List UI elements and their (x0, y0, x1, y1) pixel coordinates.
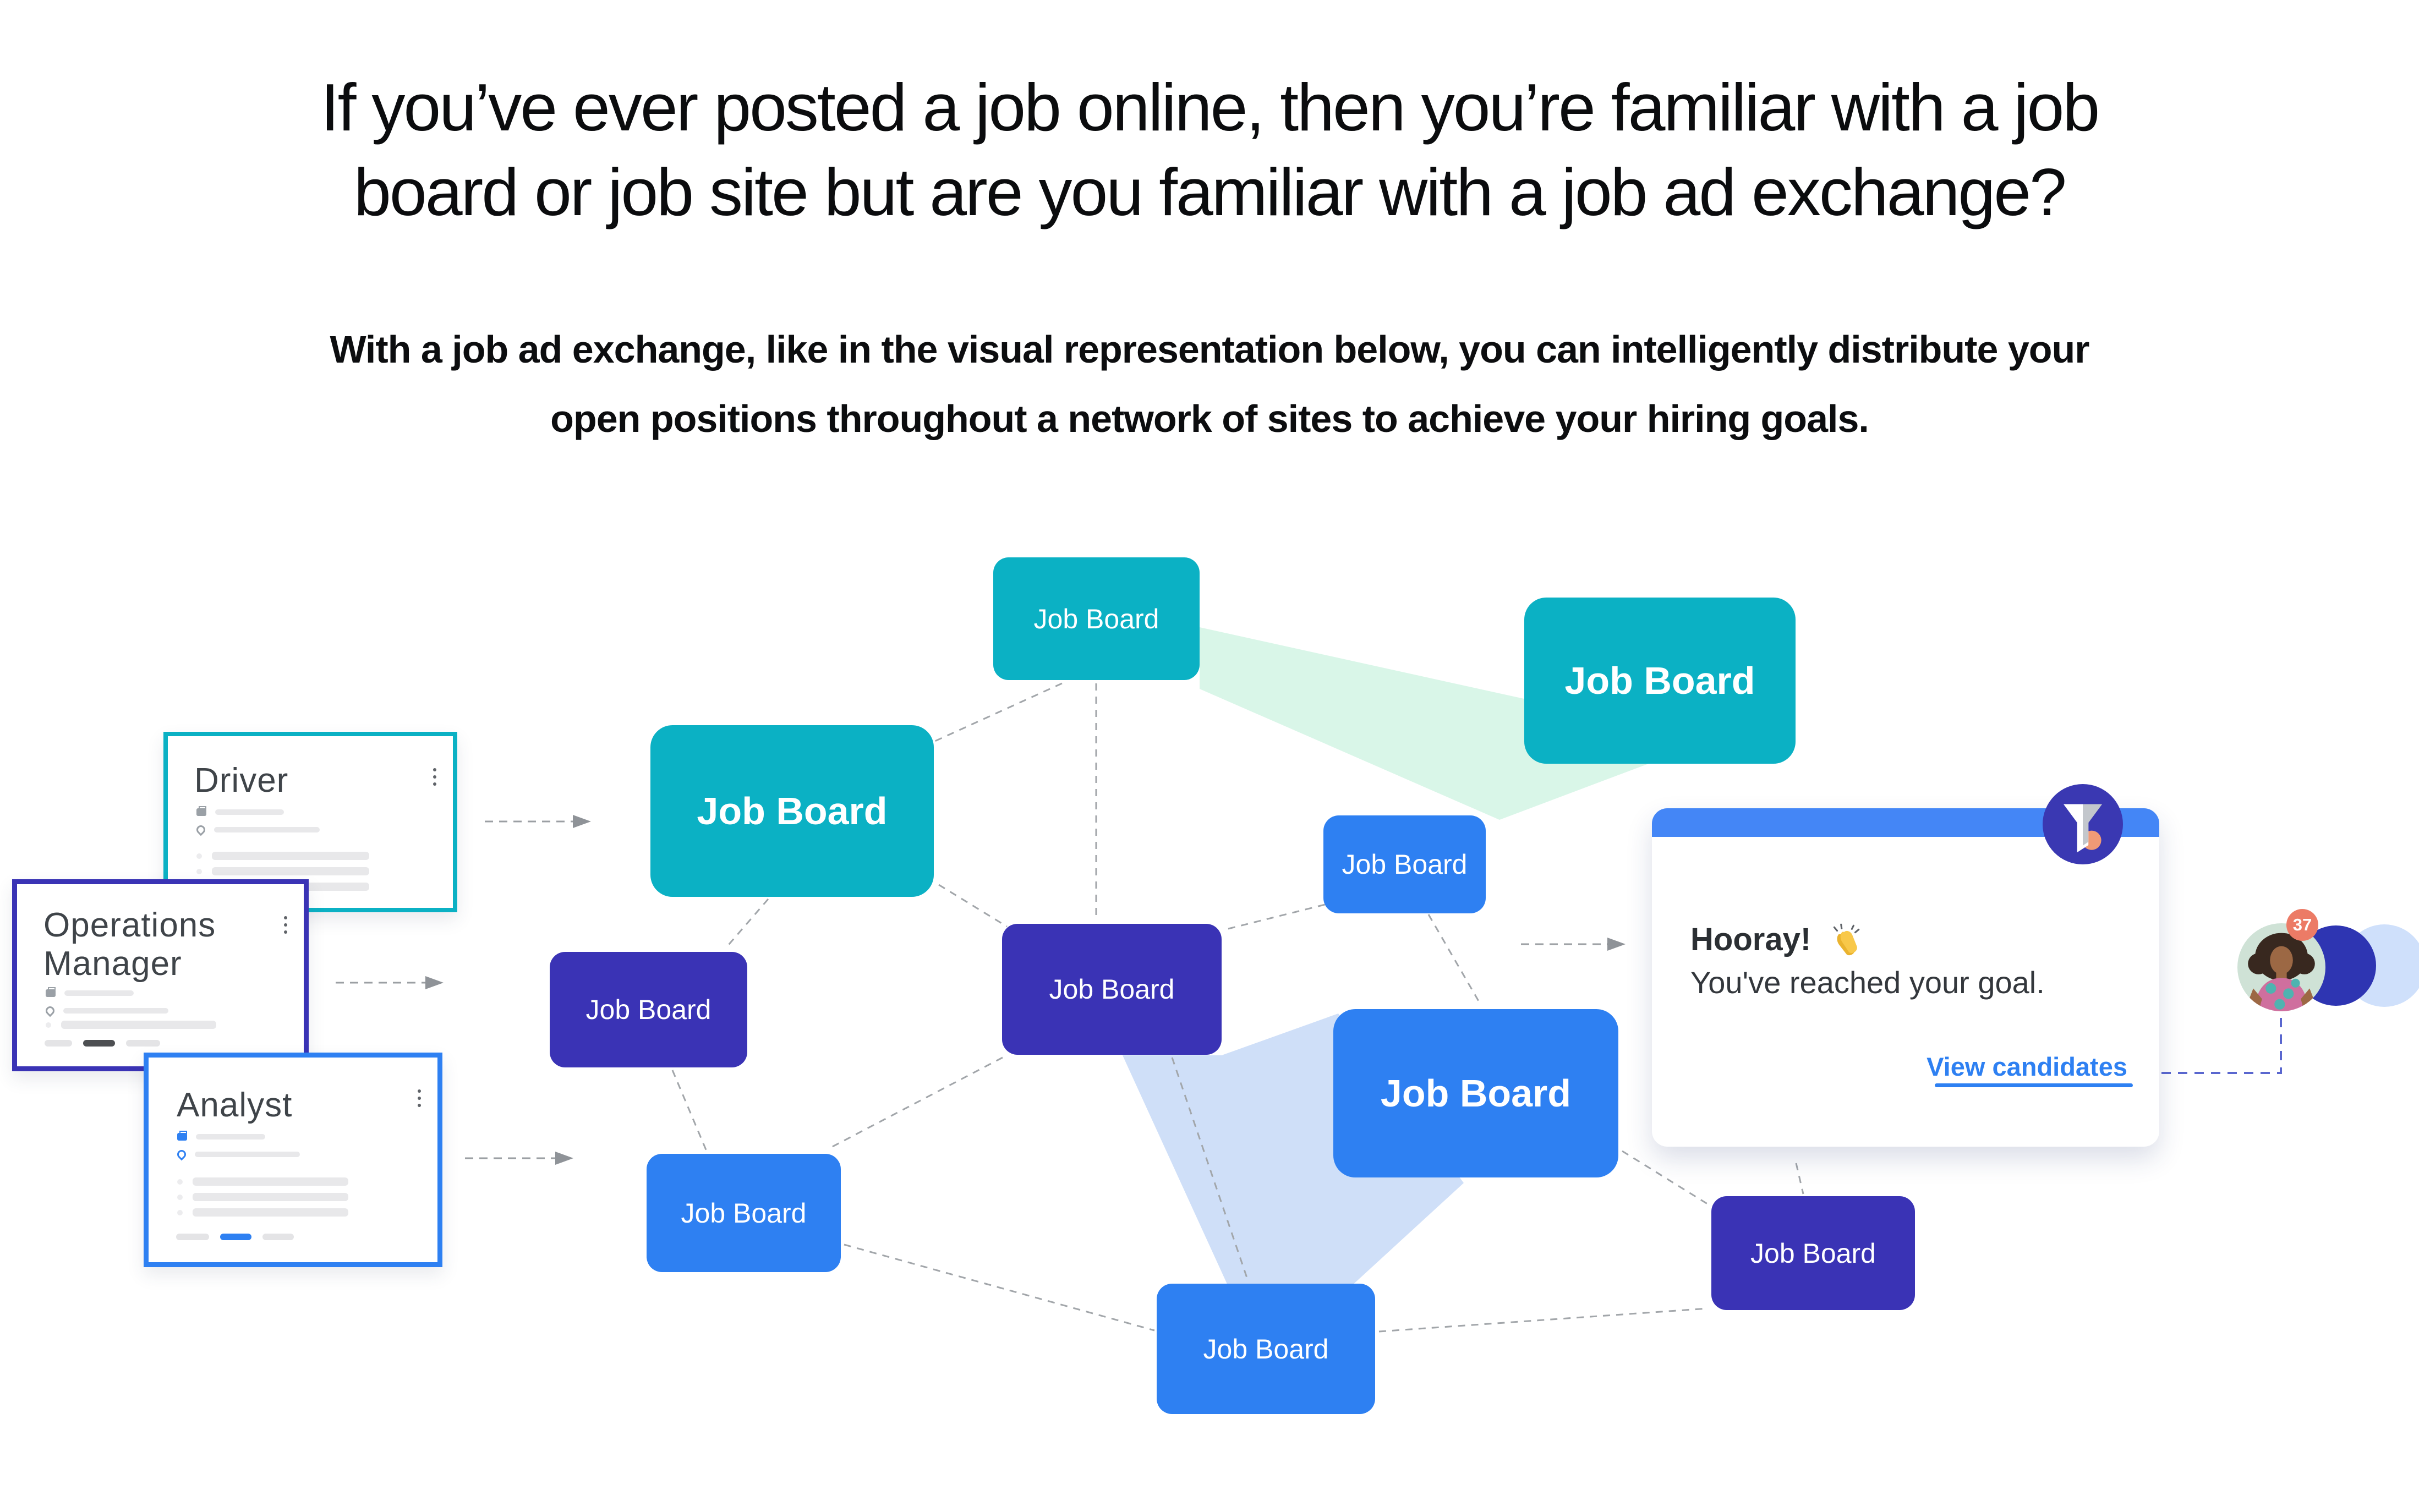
node-label: Job Board (1203, 1333, 1329, 1365)
network-node-teal-right: Job Board (1524, 598, 1796, 764)
job-card-footer-tabs (176, 1234, 294, 1240)
link-underline (1935, 1083, 2133, 1087)
placeholder-bar (212, 867, 369, 875)
segment-bar-active (220, 1234, 251, 1240)
node-label: Job Board (681, 1197, 807, 1229)
node-label: Job Board (1033, 603, 1159, 634)
node-label: Job Board (1380, 1072, 1572, 1115)
segment-bar (176, 1234, 209, 1240)
placeholder-bar (61, 1021, 216, 1029)
network-node-blue-bottom: Job Board (1157, 1284, 1375, 1414)
candidate-count-badge: 37 (2286, 909, 2318, 941)
avatar-connector-line (2161, 1014, 2282, 1074)
briefcase-icon (177, 1131, 187, 1141)
briefcase-icon (196, 806, 206, 816)
segment-bar (45, 1040, 72, 1047)
network-edges (671, 682, 1804, 1333)
goal-card: Hooray! You've reached your goal. View c… (1652, 784, 2159, 1147)
job-card-operations-manager: Operations Manager (12, 879, 309, 1071)
bullet-dot (177, 1194, 183, 1200)
briefcase-icon (46, 987, 56, 997)
network-node-indigo-mid: Job Board (1002, 924, 1222, 1055)
kebab-menu-icon[interactable] (284, 916, 287, 934)
goal-card-title: Hooray! (1690, 922, 1811, 957)
page-title-line1: If you’ve ever posted a job online, then… (320, 70, 2100, 145)
job-meta-rows (175, 1131, 300, 1161)
flow-arrows (336, 815, 1626, 1165)
page-subtitle-line1: With a job ad exchange, like in the visu… (330, 328, 2089, 371)
placeholder-bar (193, 1193, 348, 1201)
job-card-title: Operations Manager (43, 906, 216, 983)
goal-card-message: You've reached your goal. (1690, 965, 2045, 1000)
page-subtitle: With a job ad exchange, like in the visu… (0, 315, 2419, 453)
page-title-line2: board or job site but are you familiar w… (354, 155, 2067, 229)
node-label: Job Board (1342, 849, 1468, 880)
placeholder-bar (195, 1152, 300, 1157)
network-node-indigo-bottom-right: Job Board (1711, 1196, 1915, 1310)
kebab-menu-icon[interactable] (418, 1089, 421, 1107)
node-label: Job Board (697, 790, 888, 832)
node-label: Job Board (1049, 974, 1175, 1005)
bullet-dot (46, 1022, 51, 1028)
placeholder-bar (193, 1177, 348, 1186)
placeholder-bar (214, 827, 320, 832)
network-node-blue-mid: Job Board (1323, 815, 1486, 913)
network-node-teal-left: Job Board (650, 725, 934, 897)
job-card-analyst: Analyst (144, 1053, 442, 1267)
network-node-blue-bottom-left: Job Board (647, 1154, 841, 1272)
network-node-indigo-left: Job Board (550, 952, 747, 1067)
funnel-icon (2043, 784, 2123, 864)
segment-bar-active (83, 1040, 115, 1047)
location-pin-icon (194, 823, 207, 836)
placeholder-bar (64, 990, 134, 996)
placeholder-bar (215, 809, 284, 815)
network-node-blue-large: Job Board (1333, 1009, 1618, 1177)
job-card-title: Analyst (177, 1086, 293, 1124)
bullet-dot (196, 868, 202, 874)
job-card-title: Driver (194, 762, 289, 799)
page-title: If you’ve ever posted a job online, then… (0, 65, 2419, 234)
node-label: Job Board (1564, 659, 1755, 702)
job-meta-rows (43, 987, 168, 1017)
job-meta-rows (194, 806, 320, 836)
view-candidates-link[interactable]: View candidates (1927, 1052, 2127, 1081)
job-description-lines (46, 1021, 216, 1029)
job-description-lines (177, 1177, 348, 1217)
bullet-dot (177, 1179, 183, 1185)
kebab-menu-icon[interactable] (433, 768, 436, 786)
location-pin-icon (175, 1148, 188, 1161)
node-label: Job Board (585, 994, 712, 1025)
network-node-teal-top: Job Board (993, 557, 1200, 680)
placeholder-bar (196, 1134, 265, 1140)
placeholder-bar (63, 1008, 168, 1014)
candidate-avatar (2237, 923, 2325, 1011)
segment-bar (262, 1234, 294, 1240)
job-card-footer-tabs (45, 1040, 160, 1047)
location-pin-icon (43, 1004, 57, 1017)
placeholder-bar (212, 852, 369, 860)
clap-emoji-icon (1833, 923, 1860, 955)
bullet-dot (177, 1209, 183, 1215)
page-subtitle-line2: open positions throughout a network of s… (550, 397, 1869, 440)
placeholder-bar (193, 1208, 348, 1217)
segment-bar (126, 1040, 160, 1047)
node-label: Job Board (1750, 1237, 1876, 1269)
bullet-dot (196, 853, 202, 859)
